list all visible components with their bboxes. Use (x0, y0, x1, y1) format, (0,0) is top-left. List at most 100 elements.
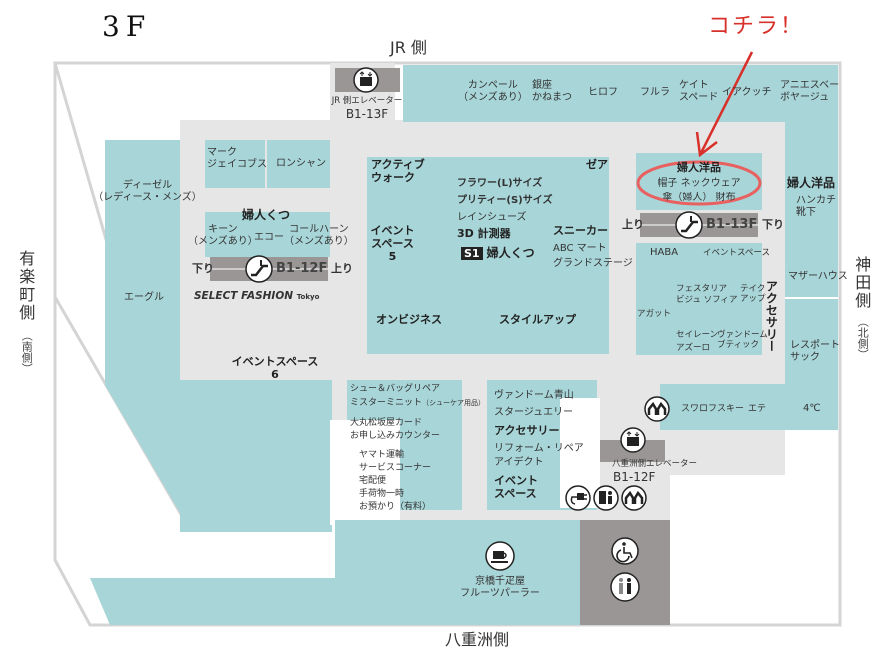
shop-ginza-kanematsu: 銀座 かねまつ (532, 80, 572, 103)
south-event-space: イベント スペース (494, 474, 538, 501)
shop-grand-stage: グランドステージ (553, 258, 633, 269)
accessory-event-space: イベントスペース (703, 248, 770, 258)
shop-longchamp (267, 140, 330, 188)
lounge-icon (644, 396, 670, 422)
shop-ete: エテ (748, 404, 767, 414)
shop-abc-mart: ABC マート (553, 243, 607, 254)
shop-marc-jacobs (205, 140, 265, 188)
south-accessory: アクセサリー (494, 424, 560, 437)
ladies-goods-east-line2: 靴下 (796, 207, 816, 218)
shop-camper: カンペール （メンズあり） (458, 80, 528, 103)
vending-icon (593, 485, 619, 511)
callout-arrow-line (698, 51, 754, 156)
card-counter-line2: お申し込みカウンター (350, 431, 441, 441)
shop-style-up: スタイルアップ (499, 313, 576, 326)
charger-icon (565, 485, 591, 511)
restroom-icon (610, 572, 640, 602)
shop-hirofu: ヒロフ (588, 87, 618, 98)
lounge-icon (621, 485, 647, 511)
direction-south: 八重洲側 (445, 630, 510, 649)
shop-aidect: アイデクト (494, 457, 544, 468)
shop-lesportsac: レスポート サック (790, 340, 840, 363)
corridor-west-inner (180, 140, 205, 380)
shop-block-east-low (660, 384, 838, 430)
ladies-goods-east-line1: ハンカチ (796, 195, 836, 206)
wheelchair-icon (611, 537, 639, 565)
event-space-6: イベントスペース 6 (231, 355, 319, 382)
shop-festaria: フェスタリア (676, 284, 728, 294)
event-space-5: イベント スペース 5 (370, 224, 415, 264)
callout-label: コチラ！ (708, 14, 805, 39)
shop-azzurro: アズーロ (676, 343, 711, 353)
escalator-west-down: 下り (192, 262, 214, 275)
ladies-shoes-west-title: 婦人くつ (242, 208, 291, 222)
shop-take-up: テイク アップ (740, 284, 766, 305)
shop-4c: 4℃ (803, 403, 821, 414)
shop-block-west-lower (180, 380, 332, 532)
accessory-vertical-label: アクセサリー (764, 280, 779, 352)
card-counter-line1: 大丸松坂屋カード (350, 418, 423, 428)
shop-agate: アガット (637, 309, 672, 319)
shop-colehaan: コールハーン （メンズあり） (284, 224, 354, 247)
direction-west-sub: （南側） (20, 330, 34, 374)
elevator-jr-label: JR 側エレベーター (331, 96, 403, 106)
floor-title: 3F (102, 10, 152, 43)
shop-block-top (403, 65, 838, 122)
direction-east-sub: （北側） (856, 316, 870, 360)
reform-repair: リフォーム・リペア (494, 443, 584, 454)
ladies-goods-highlight-line1: 帽子 ネックウェア (657, 178, 741, 189)
shoe-repair-line2: ミスターミニット（シューケア用品） (350, 398, 486, 408)
shop-bijou-sophia: ビジュ ソフィア (676, 295, 738, 305)
shop-ladies-shoes-west (205, 212, 330, 257)
shop-longchamp-label: ロンシャン (276, 158, 326, 169)
shop-fruit-parlor (90, 520, 580, 625)
shop-ecco: エコー (254, 232, 284, 243)
elevator-yaesu-floors: B1-12F (613, 470, 656, 484)
shop-fruit-parlor-label: 京橋千疋屋 フルーツパーラー (460, 576, 540, 599)
shop-mother-house: マザーハウス (788, 271, 848, 282)
item-3d-scanner: 3D 計測器 (457, 227, 511, 240)
escalator-east-up: 上り (622, 218, 644, 231)
yamato-service: ヤマト運輸 サービスコーナー 宅配便 手荷物一時 お預かり（有料） (359, 450, 432, 512)
direction-west: 有楽町側 (16, 250, 36, 322)
escalator-icon (245, 255, 273, 283)
shop-diesel: ディーゼル （レディース・メンズ） (93, 180, 202, 203)
shop-active-walk: アクティブ ウォーク (371, 158, 425, 185)
direction-east: 神田側 (852, 256, 872, 310)
ladies-goods-east-title: 婦人洋品 (787, 176, 836, 190)
item-pretty-s-size: プリティー(S)サイズ (457, 195, 553, 206)
escalator-icon (675, 211, 703, 239)
shop-keen: キーン （メンズあり） (188, 224, 258, 247)
shop-sneaker: スニーカー (553, 224, 608, 237)
shop-sirene: セイレーン (676, 330, 719, 340)
elevator-yaesu-label: 八重洲側エレベーター (612, 459, 698, 469)
select-fashion-label: SELECT FASHION Tokyo (194, 290, 320, 302)
shop-zea: ゼア (586, 158, 608, 171)
escalator-west-up: 上り (331, 262, 353, 275)
ladies-goods-highlight-line2: 傘（婦人） 財布 (662, 192, 736, 203)
shop-marc-jacobs-label: マーク ジェイコブス (207, 147, 267, 170)
shop-furla: フルラ (640, 87, 670, 98)
cafe-icon (485, 541, 515, 571)
shop-vendome-boutique: ヴァンドーム ブティック (717, 330, 768, 351)
shop-on-business: オンビジネス (376, 313, 442, 326)
callout-arrow-head (695, 131, 718, 158)
s1-badge: S1 (461, 247, 483, 261)
highlight-ellipse (636, 160, 762, 206)
shop-agnes-b-voyage: アニエスベー ボヤージュ (780, 80, 840, 103)
item-flower-l-size: フラワー(L)サイズ (457, 178, 543, 189)
shop-star-jewelry: スタージュエリー (494, 407, 574, 418)
shop-vendome-aoyama: ヴァンドーム青山 (494, 390, 574, 401)
direction-north: JR 側 (390, 38, 427, 57)
shop-block-east-mid (785, 299, 838, 384)
shop-central (367, 157, 609, 354)
shop-haba: HABA (650, 247, 679, 258)
ladies-goods-highlight-title: 婦人洋品 (677, 161, 721, 174)
shop-block-east-top (785, 122, 838, 297)
item-rain-shoes: レインシューズ (457, 212, 527, 223)
shop-accessory-block (636, 243, 762, 355)
elevator-icon (620, 427, 646, 453)
shoe-repair-line1: シュー＆バッグリペア (350, 384, 441, 394)
